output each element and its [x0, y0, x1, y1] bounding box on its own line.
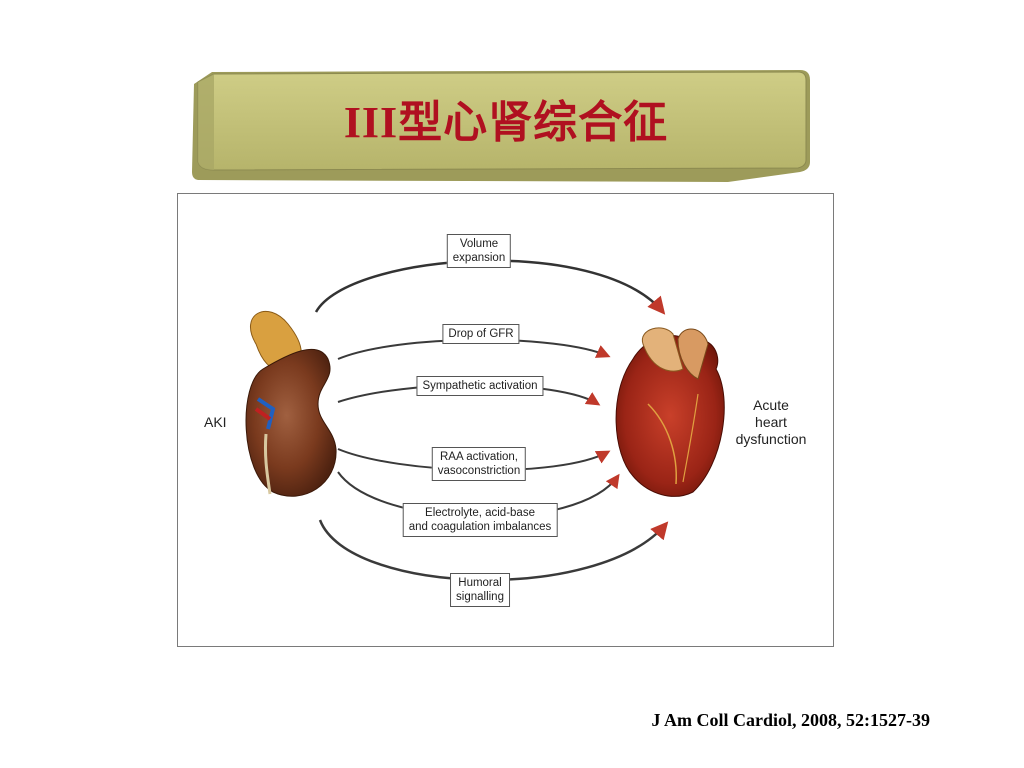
page-title: III型心肾综合征	[343, 98, 669, 147]
mechanism-label-humoral: Humoral signalling	[450, 573, 510, 607]
aki-label: AKI	[204, 414, 227, 430]
mechanism-line: signalling	[456, 591, 504, 603]
mechanism-label-drop-gfr: Drop of GFR	[442, 324, 520, 344]
diagram-artwork	[245, 259, 725, 582]
organ-label-line: Acute	[753, 397, 789, 413]
organ-label-line: dysfunction	[735, 431, 807, 447]
mechanism-line: and coagulation imbalances	[408, 521, 552, 533]
mechanism-label-sympathetic: Sympathetic activation	[416, 376, 544, 396]
mechanism-label-electrolyte: Electrolyte, acid-base and coagulation i…	[402, 503, 558, 537]
banner-shape	[192, 70, 810, 182]
acute-heart-dysfunction-label: Acute heart dysfunction	[726, 397, 816, 448]
mechanism-line: Humoral	[458, 577, 502, 589]
mechanism-line: expansion	[452, 252, 506, 264]
mechanism-line: Sympathetic activation	[422, 380, 538, 392]
organ-label-line: heart	[755, 414, 787, 430]
mechanism-line: Electrolyte, acid-base	[425, 507, 535, 519]
mechanism-line: Volume	[459, 238, 499, 250]
mechanism-label-volume-expansion: Volume expansion	[446, 234, 512, 268]
cardiorenal-diagram: Volume expansion Drop of GFR Sympathetic…	[177, 193, 834, 647]
citation: J Am Coll Cardiol, 2008, 52:1527-39	[651, 710, 931, 730]
arrow-volume-expansion	[314, 259, 666, 315]
mechanism-line: RAA activation,	[440, 451, 518, 463]
title-banner: III型心肾综合征	[188, 66, 814, 186]
mechanism-label-raa: RAA activation, vasoconstriction	[431, 447, 527, 481]
mechanism-line: Drop of GFR	[448, 328, 514, 340]
kidney-illustration	[245, 310, 337, 497]
mechanism-line: vasoconstriction	[437, 465, 521, 477]
heart-illustration	[615, 327, 725, 497]
